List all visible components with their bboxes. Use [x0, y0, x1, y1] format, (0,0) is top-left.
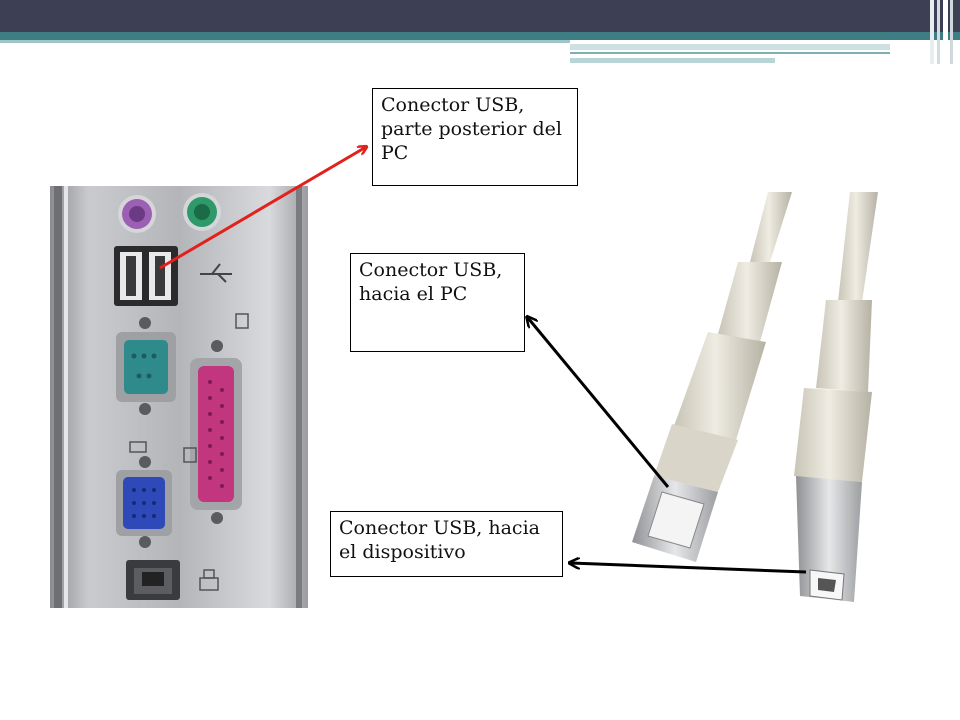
- usb-type-b-cable: [794, 192, 878, 482]
- ethernet-port-icon: [199, 569, 219, 591]
- pc-rear-panel-photo: [50, 186, 308, 608]
- ps2-keyboard-port: [183, 193, 221, 231]
- vga-port: [116, 456, 172, 548]
- parallel-port-icon: [183, 447, 197, 463]
- serial-port-icon: [235, 313, 249, 329]
- usb-ports: [114, 246, 178, 306]
- usb-type-b-plug: [796, 476, 862, 602]
- slide-accent-lines: [0, 0, 953, 64]
- usb-cable-photo: [632, 192, 878, 602]
- to-device-connector-label: Conector USB, hacia el dispositivo: [330, 511, 563, 577]
- usb-type-a-cable: [654, 192, 792, 492]
- usb-type-a-plug: [632, 476, 718, 562]
- serial-port: [116, 317, 176, 415]
- ps2-mouse-port: [118, 195, 156, 233]
- slide-top-bar: [0, 0, 960, 32]
- rear-connector-label: Conector USB, parte posterior del PC: [372, 88, 578, 186]
- slide-accent-band: [0, 32, 960, 40]
- ethernet-port: [126, 560, 180, 600]
- vga-port-icon: [129, 441, 147, 453]
- parallel-port: [190, 340, 242, 524]
- to-pc-connector-label: Conector USB, hacia el PC: [350, 253, 525, 352]
